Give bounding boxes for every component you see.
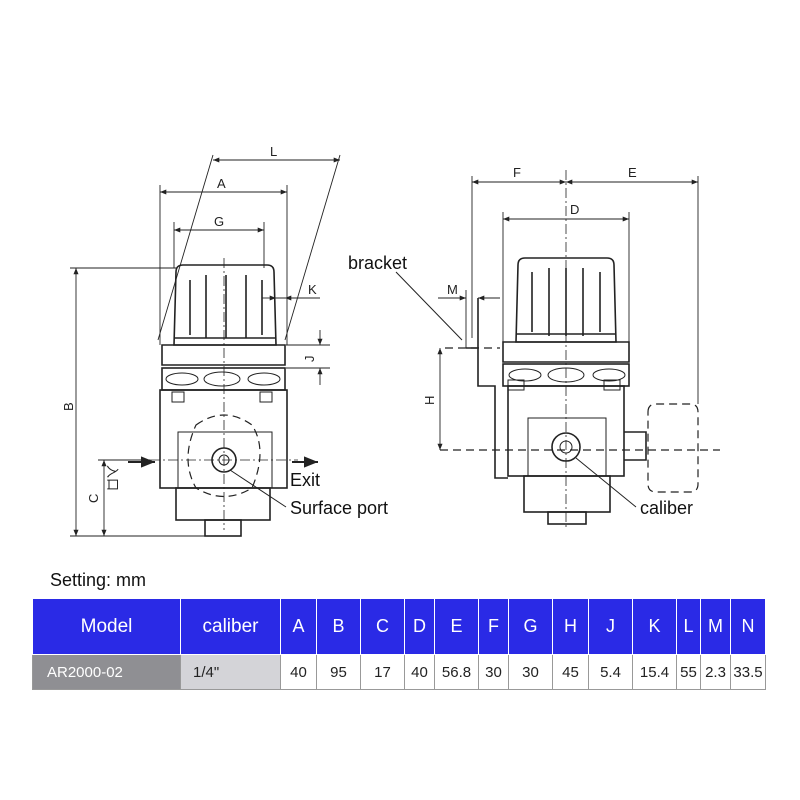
setting-unit-note: Setting: mm	[50, 570, 147, 590]
cell-g: 30	[508, 654, 553, 690]
dim-label-m: M	[447, 282, 458, 297]
knob	[173, 264, 277, 346]
dim-label-b: B	[61, 402, 76, 411]
cell-j: 5.4	[588, 654, 633, 690]
cell-h: 45	[552, 654, 589, 690]
col-header-j: J	[588, 598, 633, 655]
body	[159, 389, 288, 489]
side-view: F E D M H bracket caliber	[348, 165, 720, 530]
dim-label-c: C	[86, 494, 101, 503]
cell-k: 15.4	[632, 654, 677, 690]
col-header-h: H	[552, 598, 589, 655]
col-header-k: K	[632, 598, 677, 655]
dim-label-k: K	[308, 282, 317, 297]
cell-e: 56.8	[434, 654, 479, 690]
inlet-label: 入口	[105, 465, 120, 491]
exit-label: Exit	[290, 470, 320, 490]
front-view: A G L K J B C 入口 Exit	[61, 144, 388, 537]
bracket-label: bracket	[348, 253, 407, 273]
technical-drawing: A G L K J B C 入口 Exit	[61, 144, 720, 537]
cell-c: 17	[360, 654, 405, 690]
cell-model: AR2000-02	[32, 654, 181, 690]
dim-label-h: H	[422, 396, 437, 405]
caliber-label: caliber	[640, 498, 693, 518]
table-row: AR2000-02 1/4" 40 95 17 40 56.8 30 30 45…	[32, 654, 766, 690]
cell-n: 33.5	[730, 654, 766, 690]
col-header-n: N	[730, 598, 766, 655]
cell-d: 40	[404, 654, 435, 690]
col-header-a: A	[280, 598, 317, 655]
col-header-e: E	[434, 598, 479, 655]
col-header-d: D	[404, 598, 435, 655]
col-header-g: G	[508, 598, 553, 655]
surface-port-label: Surface port	[290, 498, 388, 518]
table-header-row: Model caliber A B C D E F G H J K L M N	[32, 598, 766, 655]
col-header-caliber: caliber	[180, 598, 281, 655]
col-header-b: B	[316, 598, 361, 655]
col-header-l: L	[676, 598, 701, 655]
dim-label-a: A	[217, 176, 226, 191]
cell-l: 55	[676, 654, 701, 690]
flange	[161, 367, 286, 391]
dim-label-l: L	[270, 144, 277, 159]
cell-caliber: 1/4"	[180, 654, 281, 690]
spec-table: Model caliber A B C D E F G H J K L M N …	[32, 598, 766, 690]
cell-m: 2.3	[700, 654, 731, 690]
col-header-f: F	[478, 598, 509, 655]
knob-side	[515, 257, 617, 343]
col-header-model: Model	[32, 598, 181, 655]
cell-a: 40	[280, 654, 317, 690]
cell-f: 30	[478, 654, 509, 690]
col-header-c: C	[360, 598, 405, 655]
dim-label-d: D	[570, 202, 579, 217]
cell-b: 95	[316, 654, 361, 690]
dim-label-f: F	[513, 165, 521, 180]
dim-label-e: E	[628, 165, 637, 180]
dim-label-j: J	[302, 356, 317, 363]
dim-label-g: G	[214, 214, 224, 229]
col-header-m: M	[700, 598, 731, 655]
